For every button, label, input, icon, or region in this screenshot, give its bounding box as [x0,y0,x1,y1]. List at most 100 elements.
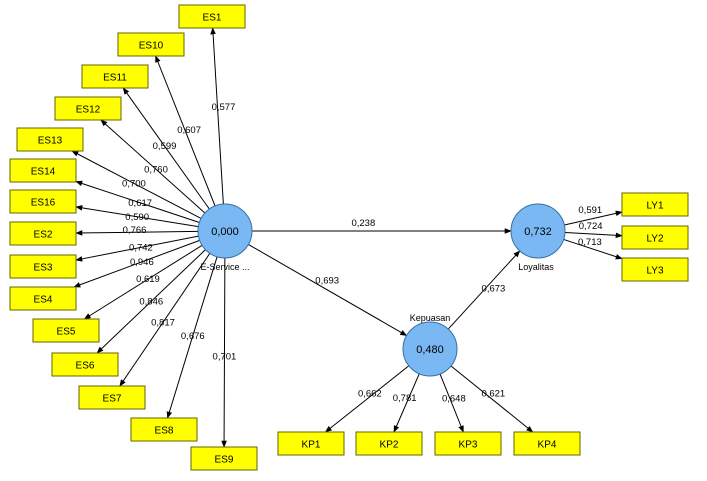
latent-name: E-Service ... [200,262,249,272]
indicator-label: ES11 [103,73,127,84]
indicator-box [355,431,423,456]
indicator-label: ES10 [139,41,164,52]
latent-r2-value: 0,000 [211,226,239,238]
loading-label-es13: 0,700 [122,178,146,189]
latent-r2-value: 0,480 [416,344,444,356]
loading-label-es2: 0,766 [123,225,147,236]
indicator-box [178,4,246,29]
indicator-label: ES16 [31,198,56,209]
indicator-label: ES9 [215,455,234,466]
path-coef-kp-ly: 0,673 [482,283,506,294]
loading-label-kp1: 0,662 [358,389,382,400]
indicator-kp3[interactable]: KP3 [434,431,502,456]
indicator-ly1[interactable]: LY1 [621,192,689,217]
loading-arrow-es8 [166,256,218,419]
indicator-box [9,221,77,246]
indicator-label: LY2 [646,234,663,245]
loading-arrow-es6 [96,249,206,354]
indicator-label: LY1 [646,201,663,212]
loading-label-es16: 0,590 [125,212,149,223]
indicator-box [434,431,502,456]
indicator-label: ES3 [34,263,53,274]
indicator-label: KP1 [302,440,321,451]
latent-r2-value: 0,732 [524,226,552,238]
loading-arrow-es10 [155,55,216,207]
indicator-es10[interactable]: ES10 [117,32,185,57]
latent-circle [197,203,253,259]
indicator-es6[interactable]: ES6 [51,352,119,377]
indicator-label: ES5 [57,327,76,338]
indicator-es1[interactable]: ES1 [178,4,246,29]
loading-arrow-es2 [75,230,199,236]
indicator-es16[interactable]: ES16 [9,189,77,214]
loading-label-es4: 0,946 [130,257,154,268]
loading-arrow-es12 [100,119,206,214]
latent-name: Loyalitas [518,262,554,272]
latent-circle [402,321,458,377]
loading-label-es14: 0,617 [128,198,152,209]
indicator-label: KP2 [380,440,399,451]
loading-label-kp3: 0,648 [442,393,466,404]
latent-kp[interactable]: 0,480 Kepuasan [402,313,458,377]
indicator-label: ES7 [103,394,122,405]
indicator-es3[interactable]: ES3 [9,254,77,279]
loading-label-es6: 0,846 [139,296,163,307]
latent-name: Kepuasan [410,313,451,323]
loading-label-es8: 0,676 [181,331,205,342]
indicator-box [621,192,689,217]
indicator-box [9,158,77,183]
loading-arrow-kp4 [450,365,534,433]
indicator-es5[interactable]: ES5 [32,318,100,343]
loading-arrow-ly2 [564,231,623,239]
indicator-kp4[interactable]: KP4 [513,431,581,456]
latent-circle [510,203,566,259]
indicator-label: LY3 [646,266,663,277]
indicator-es8[interactable]: ES8 [130,417,198,442]
loading-arrow-es11 [122,87,210,210]
path-coef-es-kp: 0,693 [315,275,339,286]
structural-path-es-kp [248,244,408,336]
indicator-label: ES14 [31,167,56,178]
loading-arrow-es1 [210,27,224,205]
loading-arrow-kp1 [324,365,410,433]
loading-label-ly1: 0,591 [578,205,602,216]
indicator-box [16,127,84,152]
loading-arrow-es9 [221,257,227,448]
indicator-label: ES6 [76,361,95,372]
indicator-box [32,318,100,343]
structural-path-kp-ly [447,250,521,330]
loading-label-kp4: 0,621 [481,389,505,400]
indicator-box [621,225,689,250]
indicator-es7[interactable]: ES7 [78,385,146,410]
indicator-es4[interactable]: ES4 [9,286,77,311]
loading-label-es9: 0,701 [213,351,237,362]
loading-label-es11: 0,599 [153,141,177,152]
latent-es[interactable]: 0,000E-Service ... [197,203,253,272]
indicator-es13[interactable]: ES13 [16,127,84,152]
indicator-es14[interactable]: ES14 [9,158,77,183]
indicator-box [117,32,185,57]
indicator-box [190,446,258,471]
indicator-es11[interactable]: ES11 [81,64,149,89]
loading-label-es5: 0,619 [136,274,160,285]
indicator-es12[interactable]: ES12 [54,96,122,121]
loading-label-kp2: 0,781 [393,393,417,404]
loading-label-ly3: 0,713 [578,237,602,248]
indicator-es2[interactable]: ES2 [9,221,77,246]
loading-label-es3: 0,742 [129,242,153,253]
indicator-es9[interactable]: ES9 [190,446,258,471]
indicator-box [54,96,122,121]
indicator-label: ES13 [38,136,63,147]
loading-label-es10: 0,607 [177,125,201,136]
indicator-kp1[interactable]: KP1 [277,431,345,456]
indicator-box [277,431,345,456]
indicator-ly3[interactable]: LY3 [621,257,689,282]
indicator-label: ES4 [34,295,53,306]
indicator-ly2[interactable]: LY2 [621,225,689,250]
loading-arrow-kp3 [439,373,464,433]
loading-arrow-es16 [75,205,199,228]
indicator-label: ES8 [155,426,174,437]
indicator-label: ES12 [76,105,101,116]
indicator-kp2[interactable]: KP2 [355,431,423,456]
